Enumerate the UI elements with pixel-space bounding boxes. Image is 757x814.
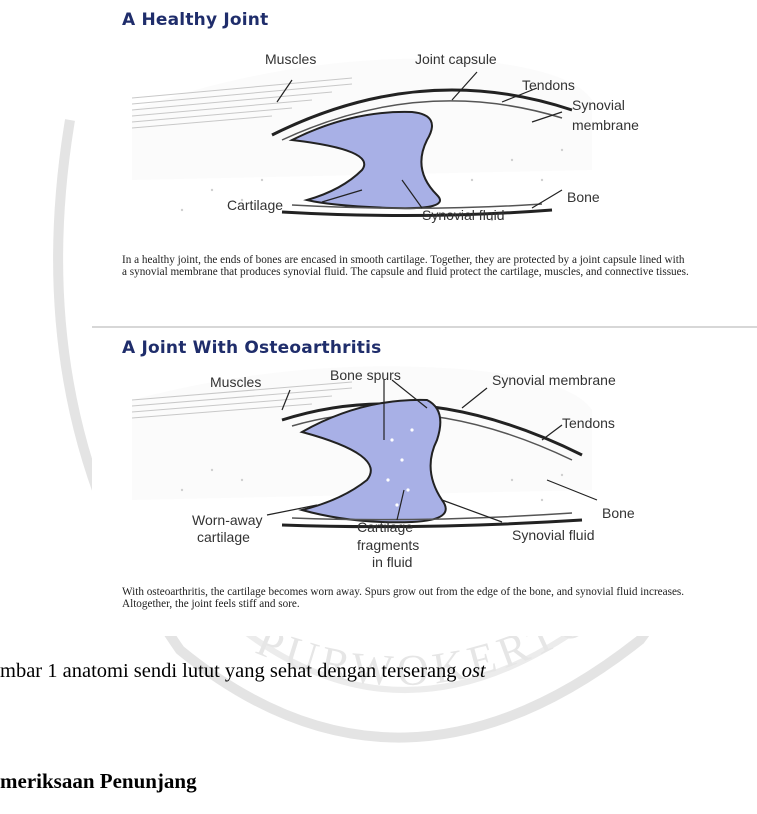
- label-cartilage: Cartilage: [227, 197, 283, 213]
- label-bone-spurs: Bone spurs: [330, 367, 401, 383]
- label-synovial-fluid: Synovial fluid: [512, 527, 595, 543]
- label-tendons: Tendons: [562, 415, 615, 431]
- label-tendons: Tendons: [522, 77, 575, 93]
- label-synovial: Synovial: [572, 97, 625, 113]
- label-worn-away: Worn-away: [192, 512, 263, 528]
- healthy-joint-diagram: Muscles Joint capsule Tendons Synovial m…: [92, 40, 757, 240]
- label-muscles: Muscles: [210, 374, 261, 390]
- label-worn-cartilage: cartilage: [197, 529, 250, 545]
- osteoarthritis-title: A Joint With Osteoarthritis: [122, 338, 381, 358]
- healthy-joint-caption: In a healthy joint, the ends of bones ar…: [122, 254, 692, 278]
- label-bone: Bone: [602, 505, 635, 521]
- label-joint-capsule: Joint capsule: [415, 51, 497, 67]
- label-muscles: Muscles: [265, 51, 316, 67]
- section-heading: meriksaan Penunjang: [0, 769, 197, 794]
- label-membrane: membrane: [572, 117, 639, 133]
- label-in-fluid: in fluid: [372, 554, 412, 570]
- figure-caption-text: mbar 1 anatomi sendi lutut yang sehat de…: [0, 660, 462, 682]
- figure-caption-italic: ost: [462, 660, 486, 682]
- osteoarthritis-caption: With osteoarthritis, the cartilage becom…: [122, 586, 697, 610]
- label-fragments: fragments: [357, 537, 419, 553]
- panel-divider: [92, 326, 757, 328]
- healthy-joint-title: A Healthy Joint: [122, 10, 268, 30]
- osteoarthritis-diagram: Muscles Bone spurs Synovial membrane Ten…: [92, 360, 757, 580]
- figure-caption: mbar 1 anatomi sendi lutut yang sehat de…: [0, 660, 486, 683]
- label-synovial-fluid: Synovial fluid: [422, 207, 505, 223]
- joint-anatomy-figure: A Healthy Joint: [92, 0, 757, 636]
- label-bone: Bone: [567, 189, 600, 205]
- label-synovial-membrane: Synovial membrane: [492, 372, 616, 388]
- label-cartilage: Cartilage: [357, 519, 413, 535]
